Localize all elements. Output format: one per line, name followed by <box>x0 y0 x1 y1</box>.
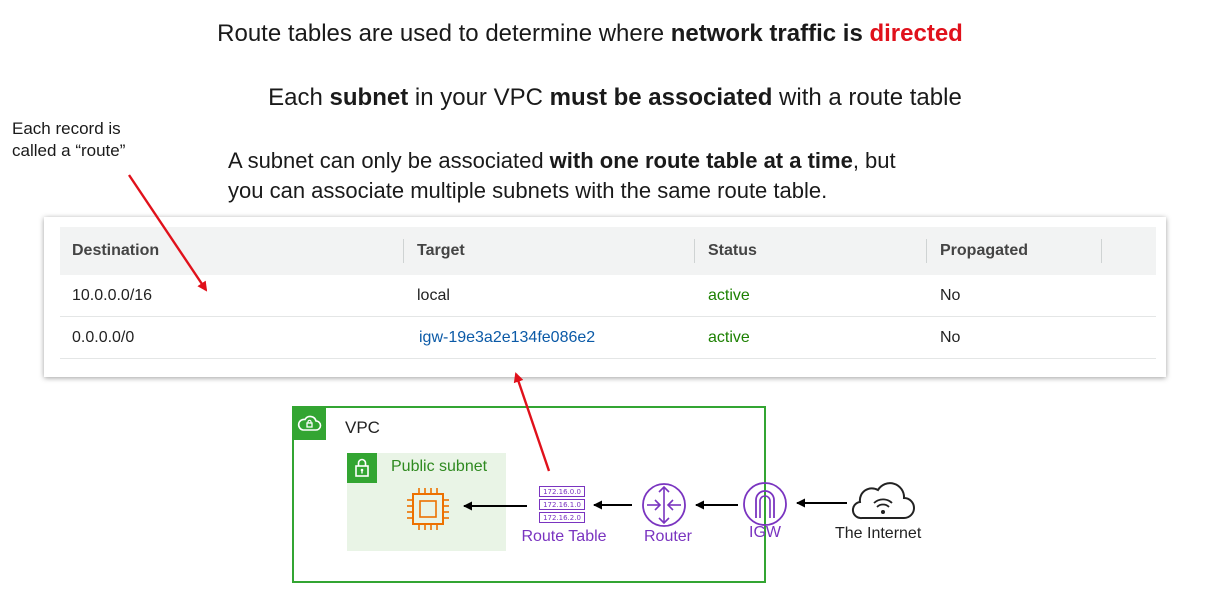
table-row[interactable]: 0.0.0.0/0 igw-19e3a2e134fe086e2 active N… <box>60 317 1156 359</box>
heading-line-1-red: directed <box>869 20 963 47</box>
cell-propagated: No <box>940 329 961 346</box>
column-header-target[interactable]: Target <box>417 242 465 259</box>
vpc-label: VPC <box>345 418 380 437</box>
router-icon <box>642 483 686 527</box>
subnet-lock-icon <box>347 453 377 483</box>
table-row[interactable]: 10.0.0.0/16 local active No <box>60 275 1156 317</box>
column-divider[interactable] <box>1101 239 1102 263</box>
column-header-propagated[interactable]: Propagated <box>940 242 1029 259</box>
internet-gateway-icon <box>743 482 787 526</box>
route-table-node-label: Route Table <box>521 528 607 545</box>
route-note-line-1: Each record is <box>12 119 121 138</box>
ec2-instance-icon <box>407 488 449 530</box>
heading-line-2-part: Each <box>268 84 330 111</box>
heading-line-1: Route tables are used to determine where… <box>0 20 1180 48</box>
route-table-header: Destination Target Status Propagated <box>60 227 1156 275</box>
column-divider[interactable] <box>926 239 927 263</box>
internet-label: The Internet <box>835 525 922 542</box>
route-table-entry: 172.16.2.0 <box>539 512 585 523</box>
igw-node-label: IGW <box>749 524 781 541</box>
route-table-entry: 172.16.0.0 <box>539 486 585 497</box>
heading-line-1-bold: network traffic is <box>670 20 870 47</box>
heading-line-3-bold: with one route table at a time <box>549 148 853 173</box>
route-note: Each record is called a “route” <box>12 118 125 162</box>
heading-line-2-bold: must be associated <box>549 84 773 111</box>
internet-cloud-icon <box>851 482 915 520</box>
red-arrow-to-route <box>128 174 208 292</box>
public-subnet-label: Public subnet <box>391 458 488 475</box>
cell-target-link[interactable]: igw-19e3a2e134fe086e2 <box>419 329 596 346</box>
column-divider[interactable] <box>694 239 695 263</box>
route-note-line-2: called a “route” <box>12 141 126 160</box>
heading-line-2: Each subnet in your VPC must be associat… <box>0 84 1205 112</box>
cell-destination: 0.0.0.0/0 <box>72 329 135 346</box>
route-table-panel: Destination Target Status Propagated 10.… <box>44 217 1166 377</box>
heading-line-3-part: A subnet can only be associated <box>228 148 550 173</box>
public-subnet-container <box>347 453 506 551</box>
red-arrow-to-target <box>513 372 551 472</box>
cell-propagated: No <box>940 287 961 304</box>
vpc-container <box>292 406 766 583</box>
heading-line-3-first: A subnet can only be associated with one… <box>228 146 896 176</box>
cell-target: local <box>417 287 450 304</box>
heading-line-3-second: you can associate multiple subnets with … <box>228 178 828 203</box>
route-table-entry: 172.16.1.0 <box>539 499 585 510</box>
heading-line-2-bold: subnet <box>329 84 409 111</box>
cell-status: active <box>708 329 750 346</box>
route-table-icon: 172.16.0.0 172.16.1.0 172.16.2.0 <box>539 486 585 523</box>
heading-line-2-part: in your VPC <box>408 84 550 111</box>
heading-line-3: A subnet can only be associated with one… <box>228 146 896 206</box>
column-divider[interactable] <box>403 239 404 263</box>
heading-line-1-text: Route tables are used to determine where <box>217 20 671 47</box>
column-header-destination[interactable]: Destination <box>72 242 160 259</box>
heading-line-2-part: with a route table <box>772 84 962 111</box>
cell-status: active <box>708 287 750 304</box>
heading-line-3-part: , but <box>852 148 896 173</box>
vpc-cloud-icon <box>292 406 326 440</box>
column-header-status[interactable]: Status <box>708 242 757 259</box>
cell-destination: 10.0.0.0/16 <box>72 287 153 304</box>
router-node-label: Router <box>643 528 693 545</box>
